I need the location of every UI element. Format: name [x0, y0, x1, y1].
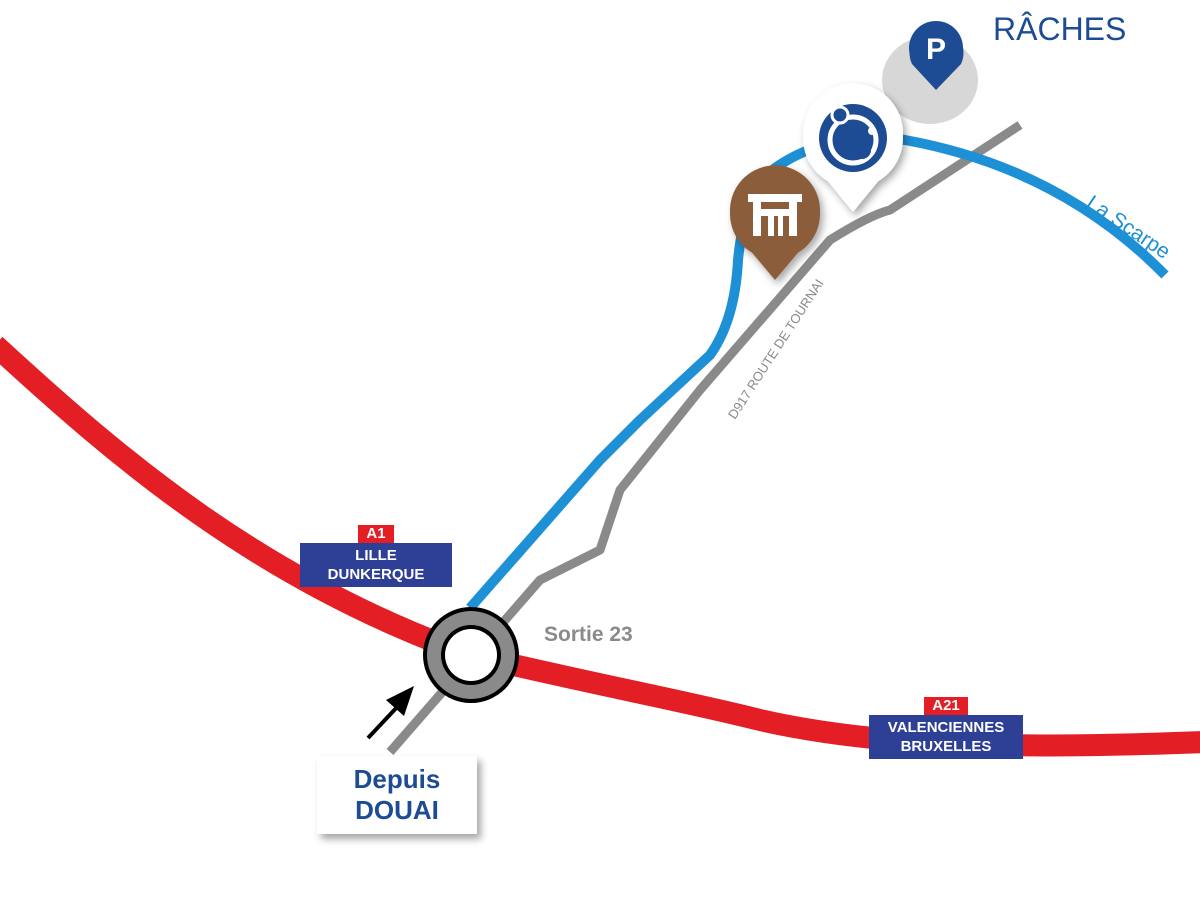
direction-arrow-icon: [366, 686, 414, 740]
sign-a21-code: A21: [924, 697, 968, 715]
sign-a21-dest2: BRUXELLES: [900, 738, 992, 755]
parking-pin-icon: P: [882, 21, 978, 124]
sign-a21: A21 VALENCIENNES BRUXELLES: [869, 697, 1023, 759]
river-label: La Scarpe: [1082, 191, 1174, 264]
origin-line1: Depuis: [353, 764, 441, 794]
sign-a1-destinations: LILLE DUNKERQUE: [300, 543, 452, 587]
parking-letter: P: [926, 33, 946, 66]
sign-a21-destinations: VALENCIENNES BRUXELLES: [869, 715, 1023, 759]
sign-a1-code: A1: [358, 525, 394, 543]
roundabout-icon: [423, 607, 519, 703]
building-symbol-icon: [748, 194, 802, 236]
origin-box: Depuis DOUAI: [317, 756, 477, 834]
sign-a1-dest1: LILLE: [355, 547, 397, 564]
sign-a1-dest2: DUNKERQUE: [327, 566, 425, 583]
road-d917: [386, 121, 1023, 755]
sign-a1: A1 LILLE DUNKERQUE: [300, 525, 452, 587]
exit-label: Sortie 23: [544, 623, 633, 646]
sign-a21-dest1: VALENCIENNES: [887, 719, 1005, 736]
logo-symbol-icon: [819, 104, 887, 172]
river-scarpe: [466, 133, 1169, 612]
place-name: RÂCHES: [993, 11, 1126, 47]
origin-line2: DOUAI: [355, 795, 439, 825]
